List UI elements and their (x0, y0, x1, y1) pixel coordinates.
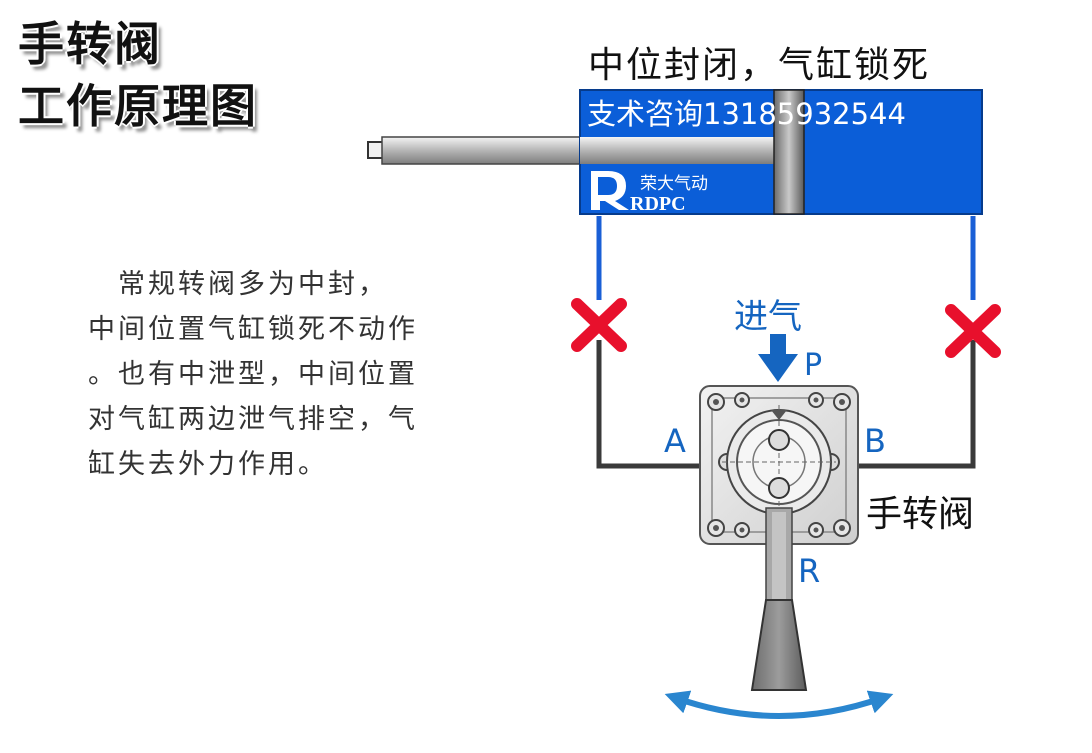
port-r-label: R (798, 552, 820, 590)
description-line: 缸失去外力作用。 (88, 449, 328, 480)
air-inlet-arrow-icon (758, 334, 798, 382)
air-cylinder: 支术咨询13185932544 荣大气动 RDPC (367, 89, 983, 215)
port-p-label: P (804, 348, 822, 383)
diagram-heading: 中位封闭，气缸锁死 (588, 45, 931, 86)
contact-text: 支术咨询13185932544 (587, 97, 906, 131)
port-b-label: B (864, 422, 886, 460)
rdpc-logo: 荣大气动 RDPC (591, 171, 708, 215)
logo-cn: 荣大气动 (640, 174, 708, 194)
hand-rotary-valve (699, 385, 859, 545)
description-line: 常规转阀多为中封， (88, 269, 388, 300)
title-line-2: 工作原理图 (18, 79, 258, 133)
logo-en: RDPC (630, 193, 686, 215)
title-line-1: 手转阀 (18, 17, 162, 71)
description-text: 常规转阀多为中封， 中间位置气缸锁死不动作 。也有中泄型，中间位置 对气缸两边泄… (88, 262, 448, 487)
description-line: 。也有中泄型，中间位置 (88, 359, 418, 390)
air-inlet-label: 进气 (734, 297, 802, 337)
rotation-arrow-icon (664, 690, 894, 719)
valve-handle (750, 507, 808, 691)
blocked-cross-right (945, 304, 1001, 358)
valve-label: 手转阀 (866, 494, 974, 535)
blocked-cross-left (571, 298, 627, 352)
air-pipes (596, 216, 976, 469)
port-a-label: A (664, 422, 686, 460)
description-line: 对气缸两边泄气排空，气 (88, 404, 418, 435)
description-line: 中间位置气缸锁死不动作 (88, 314, 418, 345)
